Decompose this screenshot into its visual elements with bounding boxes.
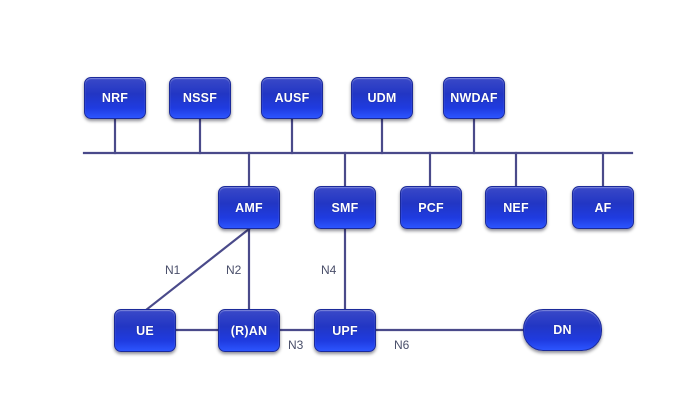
node-ran: (R)AN [218, 309, 280, 352]
node-dn: DN [523, 309, 602, 351]
node-nrf: NRF [84, 77, 146, 119]
node-ue: UE [114, 309, 176, 352]
interface-label-n2: N2 [226, 263, 242, 277]
node-nwdaf: NWDAF [443, 77, 505, 119]
interface-label-n6: N6 [394, 338, 410, 352]
node-pcf: PCF [400, 186, 462, 229]
node-nssf: NSSF [169, 77, 231, 119]
node-nef: NEF [485, 186, 547, 229]
node-smf: SMF [314, 186, 376, 229]
n1-link [144, 227, 251, 312]
node-ausf: AUSF [261, 77, 323, 119]
node-udm: UDM [351, 77, 413, 119]
node-af: AF [572, 186, 634, 229]
interface-label-n4: N4 [321, 263, 337, 277]
node-upf: UPF [314, 309, 376, 352]
interface-label-n1: N1 [165, 263, 181, 277]
node-amf: AMF [218, 186, 280, 229]
interface-label-n3: N3 [288, 338, 304, 352]
